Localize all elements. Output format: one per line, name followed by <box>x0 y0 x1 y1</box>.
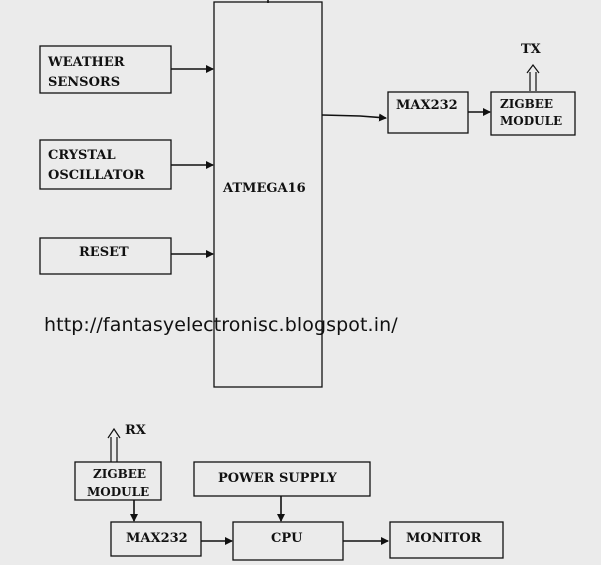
zigbee-rx-label-1: ZIGBEE <box>93 467 146 481</box>
watermark-url: http://fantasyelectronisc.blogspot.in/ <box>44 314 398 336</box>
weather-sensors-label-1: WEATHER <box>47 55 125 70</box>
zigbee-rx-label-2: MODULE <box>87 485 149 499</box>
max232-rx-block: MAX232 <box>110 521 202 557</box>
weather-sensors-label-2: SENSORS <box>48 75 120 90</box>
weather-sensors-block: WEATHER SENSORS <box>39 45 172 94</box>
crystal-oscillator-label-2: OSCILLATOR <box>48 168 145 183</box>
zigbee-tx-block: ZIGBEE MODULE <box>490 91 576 136</box>
rx-label: RX <box>125 423 147 438</box>
monitor-block: MONITOR <box>389 521 504 559</box>
reset-label: RESET <box>79 245 129 260</box>
atmega16-block: ATMEGA16 <box>213 0 323 388</box>
zigbee-tx-label-1: ZIGBEE <box>500 97 553 111</box>
max232-rx-label: MAX232 <box>126 531 188 546</box>
tx-label: TX <box>521 42 542 57</box>
crystal-oscillator-label-1: CRYSTAL <box>48 148 116 163</box>
monitor-label: MONITOR <box>406 531 482 546</box>
power-supply-label: POWER SUPPLY <box>218 471 338 486</box>
reset-block: RESET <box>39 237 172 275</box>
zigbee-rx-block: ZIGBEE MODULE <box>74 461 162 501</box>
tx-antenna-arrow <box>526 64 540 91</box>
zigbee-tx-label-2: MODULE <box>500 114 562 128</box>
arrow-mcu-to-max232 <box>321 113 387 122</box>
crystal-oscillator-block: CRYSTAL OSCILLATOR <box>39 139 172 190</box>
max232-tx-label: MAX232 <box>396 98 458 113</box>
cpu-block: CPU <box>232 521 344 561</box>
power-supply-block: POWER SUPPLY <box>193 461 371 497</box>
rx-antenna-arrow <box>107 427 121 462</box>
max232-tx-block: MAX232 <box>387 91 469 134</box>
atmega16-label: ATMEGA16 <box>222 181 306 196</box>
cpu-label: CPU <box>271 531 303 546</box>
